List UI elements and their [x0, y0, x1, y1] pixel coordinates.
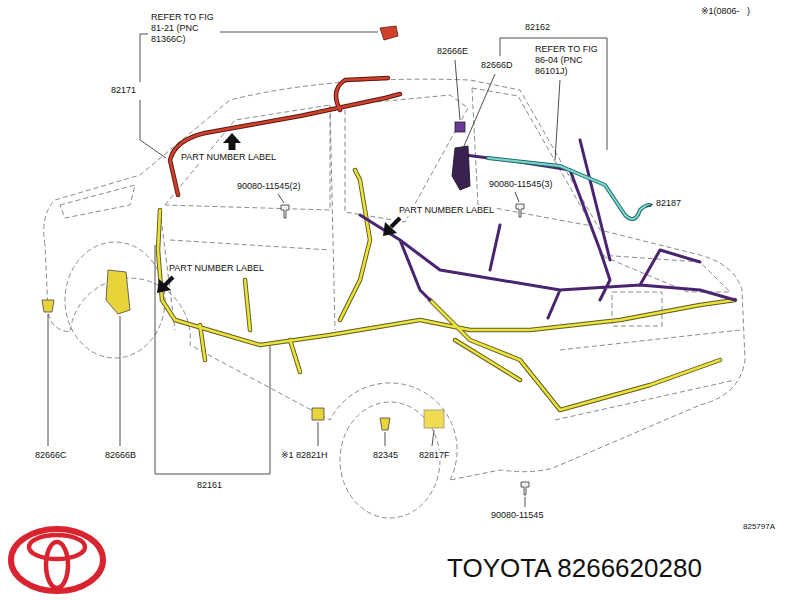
logo-ring: [11, 529, 103, 591]
callout-number: 82666D: [480, 60, 514, 71]
part-label-note: PART NUMBER LABEL: [180, 152, 277, 163]
leader-line: [432, 430, 434, 446]
leader-line: [525, 497, 526, 507]
callout-number: 90080-11545(3): [488, 179, 553, 190]
callout-number: 82666B: [104, 450, 137, 461]
callout-number: 82161: [196, 480, 223, 491]
callout-number: ※1 82821H: [280, 450, 329, 461]
bolt: [281, 205, 289, 218]
pointer-arrow: [157, 279, 171, 293]
leader-lines: [48, 32, 653, 507]
rear-harness: [360, 140, 735, 318]
callout-number: 90080-11545(2): [236, 181, 301, 192]
label-arrows: [157, 133, 400, 293]
rear-wheel-arch: [45, 245, 457, 480]
toyota-logo: [11, 529, 103, 591]
callout-number: 82666E: [436, 46, 469, 57]
connector-82666e: [455, 122, 465, 132]
leader-line: [48, 314, 49, 446]
clip-82821h: [312, 408, 324, 420]
callout-number: 82345: [372, 450, 399, 461]
leader-line: [464, 74, 495, 146]
bracket-82666b: [106, 270, 130, 314]
rear-bumper: [555, 330, 740, 420]
leader-line: [318, 422, 319, 446]
bolt: [516, 204, 524, 217]
roof-connector: [380, 26, 398, 40]
roof-harness: [170, 78, 400, 195]
front-wheel: [65, 242, 165, 358]
part-number-title: TOYOTA 8266620280: [446, 553, 703, 584]
logo-ring: [46, 542, 68, 588]
connector-82666d: [452, 146, 470, 190]
figure-code: 825797A: [742, 522, 776, 532]
harnesses: [158, 78, 735, 410]
leader-line: [155, 245, 270, 474]
antenna-cable: [488, 158, 650, 219]
pointer-arrow: [391, 218, 400, 227]
body-outline: [44, 79, 745, 480]
reference-note: REFER TO FIG 86-04 (PNC 86101J): [534, 44, 602, 76]
leader-line: [500, 38, 607, 150]
logo-ring: [29, 535, 85, 559]
callout-number: 82162: [524, 22, 551, 33]
leader-line: [278, 194, 284, 203]
part-label-note: PART NUMBER LABEL: [398, 205, 495, 216]
clip-82666c: [42, 300, 54, 312]
pointer-arrow: [165, 277, 173, 285]
roof-harness: [170, 78, 400, 195]
pad-82817f: [424, 410, 444, 428]
car-body: [44, 79, 745, 518]
front-window: [165, 105, 330, 210]
revision-note: ※1(0806- ): [700, 6, 751, 17]
leader-line: [455, 60, 460, 120]
callout-number: 90080-11545: [490, 510, 544, 521]
callout-number: 82187: [655, 198, 682, 209]
bolt: [521, 482, 529, 495]
leader-line: [515, 192, 519, 202]
headlight: [60, 185, 135, 218]
leader-line: [555, 80, 560, 160]
floor-harness: [158, 170, 735, 410]
floor-harness: [158, 170, 735, 410]
clip-82345: [380, 418, 390, 430]
leader-line: [646, 204, 653, 207]
leader-line: [385, 432, 386, 446]
leader-line: [140, 34, 166, 158]
leader-line: [120, 316, 121, 446]
callout-number: 82817F: [418, 450, 451, 461]
pointer-arrow: [383, 222, 397, 236]
reference-note: REFER TO FIG 81-21 (PNC 81366C): [150, 12, 218, 44]
pointer-arrow: [223, 133, 241, 150]
part-label-note: PART NUMBER LABEL: [168, 263, 265, 274]
parts: [42, 26, 529, 495]
callout-number: 82666C: [34, 450, 68, 461]
callout-number: 82171: [110, 85, 137, 96]
antenna-cable: [488, 158, 650, 219]
